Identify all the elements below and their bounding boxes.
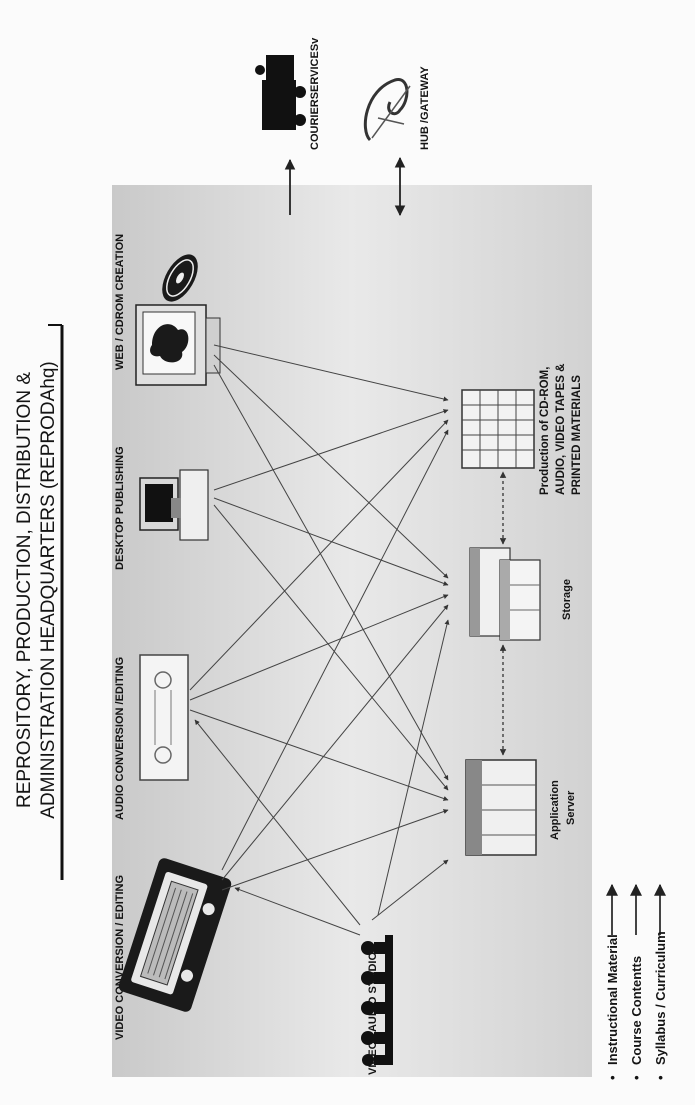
web-computer-icon <box>135 304 221 386</box>
input-arrows <box>606 883 666 935</box>
title-group: REPROSITORY, PRODUCTION, DISTRIBUTION & … <box>14 361 59 818</box>
input-item-1: Instructional Material <box>605 934 620 1065</box>
arrow-audio-prod <box>189 419 449 691</box>
input-item-3: Syllabus / Curriculum <box>653 931 668 1065</box>
arrow-studio-video <box>234 887 361 936</box>
arrow-video-server <box>221 809 449 891</box>
bullet-dot-2: • <box>629 1075 644 1080</box>
input-item-2: Course Contentts <box>629 956 644 1065</box>
bullet-dot-3: • <box>653 1075 668 1080</box>
arrow-video-storage <box>221 604 449 881</box>
label-courier: COURIERSERVICESv <box>309 37 321 150</box>
title-line-1: REPROSITORY, PRODUCTION, DISTRIBUTION & <box>14 372 35 808</box>
hub-gateway-icon <box>363 78 411 142</box>
arrow-audio-storage <box>189 594 449 701</box>
title-line-2: ADMINISTRATION HEADQUARTERS (REPRODAhq) <box>38 361 59 818</box>
label-audio-conversion: AUDIO CONVERSION /EDITING <box>114 657 126 820</box>
arrow-studio-audio <box>194 719 361 926</box>
label-production-3: PRINTED MATERIALS <box>571 375 583 495</box>
connection-arrows <box>189 344 450 936</box>
studio-icon <box>361 935 393 1066</box>
label-hub: HUB /GATEWAY <box>419 66 431 150</box>
label-web-cdrom: WEB / CDROM CREATION <box>114 234 126 370</box>
desktop-computer-icon <box>139 469 209 541</box>
vhs-tape-icon <box>118 858 232 1012</box>
arrow-video-prod <box>221 429 449 871</box>
arrow-web-server <box>213 364 449 781</box>
arrow-dtp-prod <box>213 409 449 491</box>
audio-editing-icon <box>139 654 189 781</box>
label-app-server-2: Server <box>565 790 577 825</box>
arrow-dtp-server <box>213 504 449 791</box>
label-production-1: Production of CD-ROM, <box>539 367 551 495</box>
bullet-dot-1: • <box>605 1075 620 1080</box>
cdrom-disc-icon <box>162 254 198 302</box>
label-production-2: AUDIO, VIDEO TAPES & <box>555 364 567 495</box>
label-video-conversion: VIDEO CONVERSION / EDITING <box>114 875 126 1040</box>
production-icon <box>461 389 535 469</box>
arrow-web-storage <box>213 354 449 579</box>
arrow-studio-storage <box>377 619 450 916</box>
input-list: • Instructional Material • Course Conten… <box>605 931 668 1080</box>
label-desktop-publishing: DESKTOP PUBLISHING <box>114 446 126 570</box>
courier-truck-icon <box>255 55 306 130</box>
label-app-server-1: Application <box>549 780 561 840</box>
storage-icon <box>469 547 541 641</box>
arrow-studio-server <box>371 859 449 921</box>
label-storage: Storage <box>561 579 573 620</box>
application-server-icon <box>465 759 537 856</box>
arrow-audio-server <box>189 709 449 801</box>
arrow-dtp-storage <box>213 497 449 586</box>
arrow-web-prod <box>213 344 449 402</box>
